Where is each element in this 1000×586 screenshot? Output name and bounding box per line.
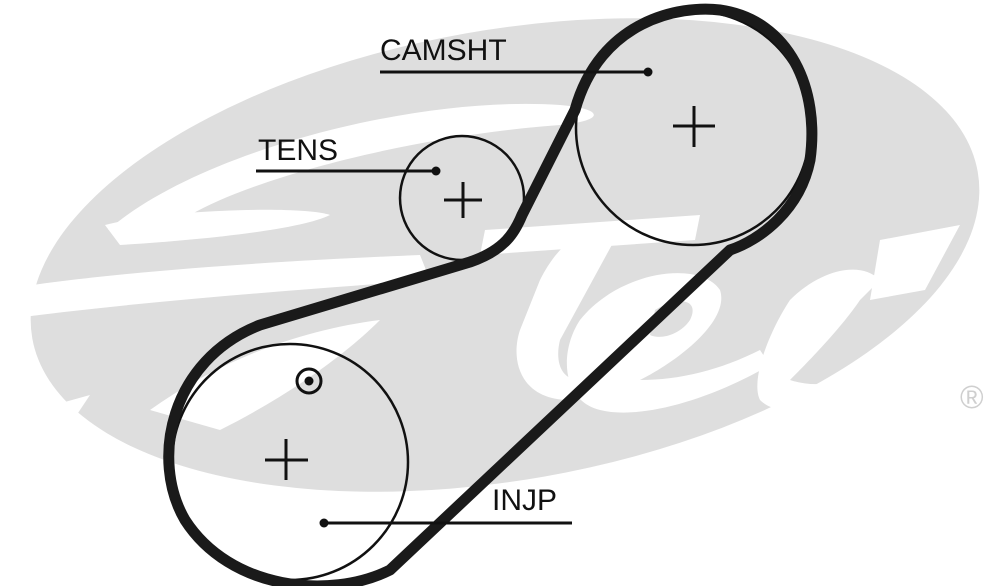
center-markers xyxy=(265,106,715,480)
registered-trademark: ® xyxy=(960,379,984,415)
camshaft-label: CAMSHT xyxy=(380,34,507,67)
camshaft-leader xyxy=(380,67,653,77)
timing-mark-icon xyxy=(295,367,323,395)
gates-logo-watermark: ® xyxy=(30,18,984,492)
injection-pump-label: INJP xyxy=(492,484,557,517)
injection-pump-center-cross-icon xyxy=(265,439,308,480)
tensioner-center-cross-icon xyxy=(444,182,482,218)
leader-lines xyxy=(256,67,653,528)
timing-belt xyxy=(163,3,818,586)
tensioner-label: TENS xyxy=(258,134,338,167)
injection-pump-leader xyxy=(319,518,572,528)
tensioner-leader xyxy=(256,166,441,176)
camshaft-center-cross-icon xyxy=(673,106,715,147)
